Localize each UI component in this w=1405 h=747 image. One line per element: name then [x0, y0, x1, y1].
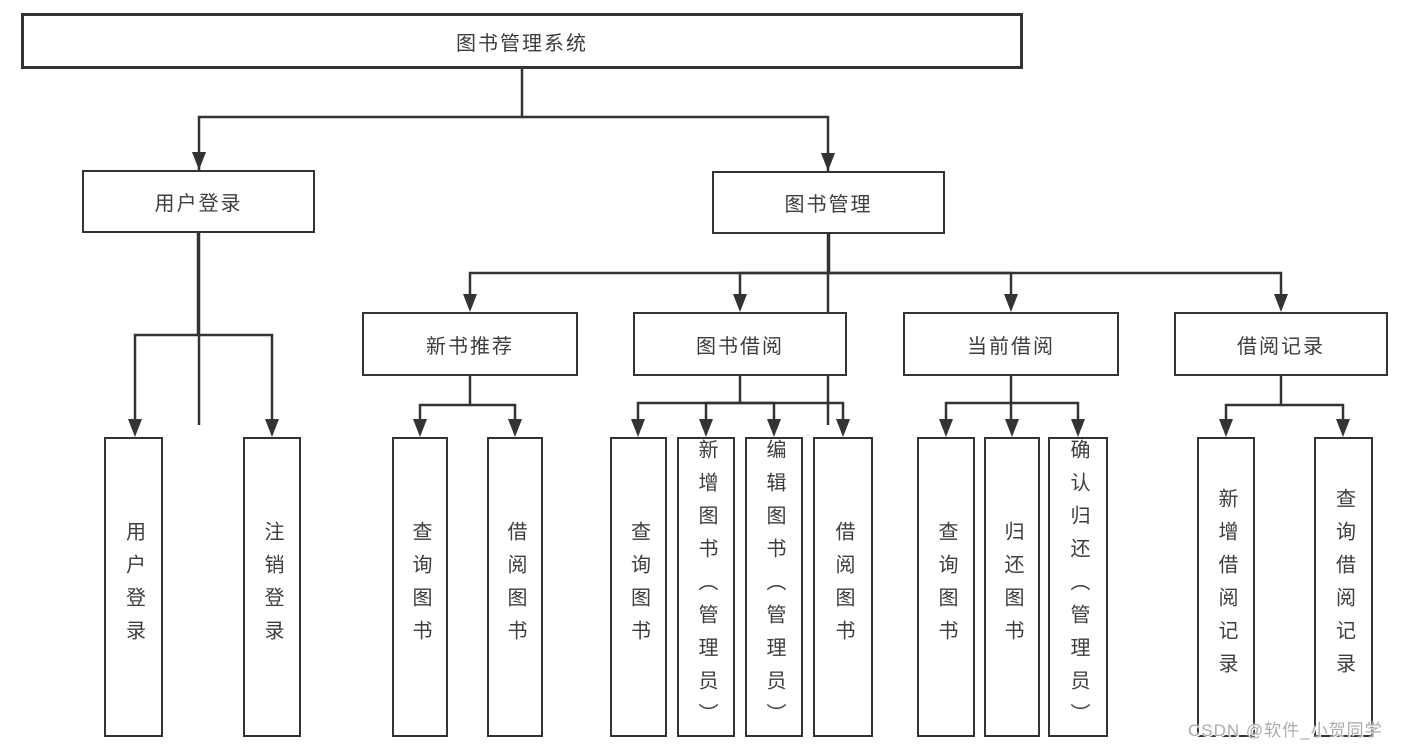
node-current-borrowing: 当前借阅	[903, 312, 1119, 376]
leaf-label: 新增借阅记录	[1215, 488, 1237, 686]
leaf-label: 新增图书（管理员）	[695, 438, 717, 736]
leaf-edit-book-admin: 编辑图书（管理员）	[745, 437, 803, 737]
node-label: 图书管理	[784, 194, 873, 216]
leaf-user-login: 用户登录	[104, 437, 163, 737]
leaf-label: 注销登录	[261, 521, 283, 653]
leaf-label: 用户登录	[122, 521, 145, 653]
node-user-login-module: 用户登录	[82, 170, 315, 233]
node-new-book-recommendation: 新书推荐	[362, 312, 578, 376]
root-node-label: 图书管理系统	[456, 32, 588, 55]
leaf-add-borrow-record: 新增借阅记录	[1197, 437, 1255, 737]
leaf-label: 归还图书	[1001, 521, 1023, 653]
leaf-label: 编辑图书（管理员）	[763, 438, 785, 736]
leaf-label: 查询图书	[935, 521, 957, 653]
leaf-label: 查询图书	[627, 521, 650, 653]
node-book-borrowing: 图书借阅	[633, 312, 847, 376]
leaf-query-borrow-record: 查询借阅记录	[1314, 437, 1373, 737]
node-label: 当前借阅	[967, 335, 1055, 358]
leaf-confirm-return-admin: 确认归还（管理员）	[1048, 437, 1108, 737]
node-label: 新书推荐	[426, 335, 514, 358]
leaf-logout: 注销登录	[243, 437, 301, 737]
leaf-query-books-borrowing: 查询图书	[610, 437, 667, 737]
node-label: 图书借阅	[696, 335, 784, 358]
leaf-add-book-admin: 新增图书（管理员）	[677, 437, 735, 737]
leaf-label: 查询图书	[409, 521, 431, 653]
root-node-system: 图书管理系统	[21, 13, 1023, 69]
leaf-borrow-books: 借阅图书	[813, 437, 873, 737]
node-borrowing-records: 借阅记录	[1174, 312, 1388, 376]
leaf-label: 借阅图书	[832, 521, 854, 653]
leaf-query-books-current: 查询图书	[917, 437, 975, 737]
leaf-label: 确认归还（管理员）	[1067, 438, 1089, 736]
node-label: 用户登录	[154, 193, 243, 215]
leaf-label: 借阅图书	[504, 521, 526, 653]
csdn-watermark: CSDN @软件_小贺同学	[1188, 721, 1383, 740]
leaf-return-books: 归还图书	[984, 437, 1040, 737]
node-book-management-module: 图书管理	[712, 171, 945, 234]
leaf-label: 查询借阅记录	[1332, 488, 1355, 686]
leaf-borrow-books-recommend: 借阅图书	[487, 437, 543, 737]
leaf-query-books-recommend: 查询图书	[392, 437, 448, 737]
node-label: 借阅记录	[1237, 335, 1325, 358]
